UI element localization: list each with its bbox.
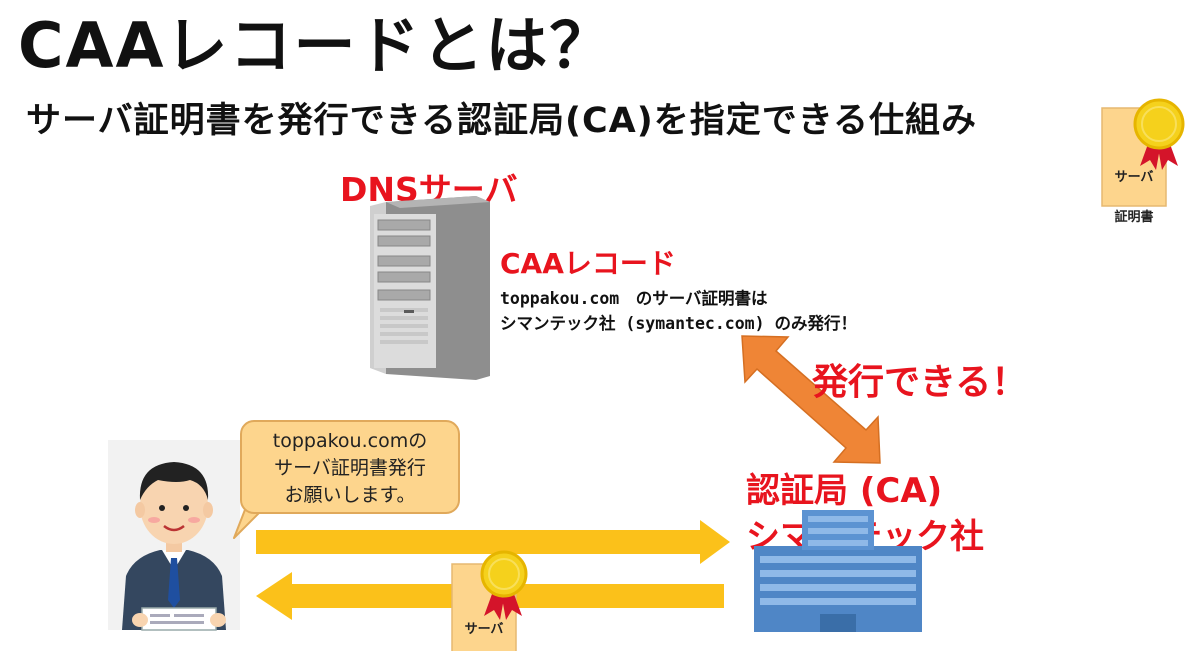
request-line1: toppakou.comの (272, 430, 428, 452)
issued-certificate-icon (451, 550, 528, 651)
issued-certificate-label: サーバ 証明書 (454, 600, 514, 651)
certificate-label-line2: 証明書 (1114, 210, 1154, 225)
person-icon (108, 440, 240, 631)
certificate-authority-label: 認証局 (CA) (746, 471, 943, 511)
can-issue-label: 発行できる！ (812, 362, 1028, 403)
building-icon (754, 510, 922, 632)
caa-record-label: CAAレコード (500, 247, 676, 280)
caa-record-line1: toppakou.com のサーバ証明書は (500, 289, 768, 308)
page-title: CAAレコードとは？ (18, 9, 614, 82)
issued-certificate-line1: サーバ (464, 622, 504, 637)
server-icon (370, 196, 490, 380)
certificate-label: サーバ 証明書 (1106, 148, 1162, 228)
request-speech-bubble: toppakou.comの サーバ証明書発行 お願いします。 (240, 420, 460, 514)
caa-record-description: toppakou.com のサーバ証明書は シマンテック社 (symantec.… (500, 286, 857, 336)
page-subtitle: サーバ証明書を発行できる認証局(CA)を指定できる仕組み (26, 101, 978, 141)
request-line3: お願いします。 (284, 484, 416, 506)
certificate-label-line1: サーバ (1114, 170, 1154, 185)
request-arrow-icon (256, 520, 730, 564)
caa-record-line2: シマンテック社 (symantec.com) のみ発行！ (500, 314, 857, 333)
request-line2: サーバ証明書発行 (274, 457, 426, 479)
certificate-icon (1101, 98, 1185, 207)
